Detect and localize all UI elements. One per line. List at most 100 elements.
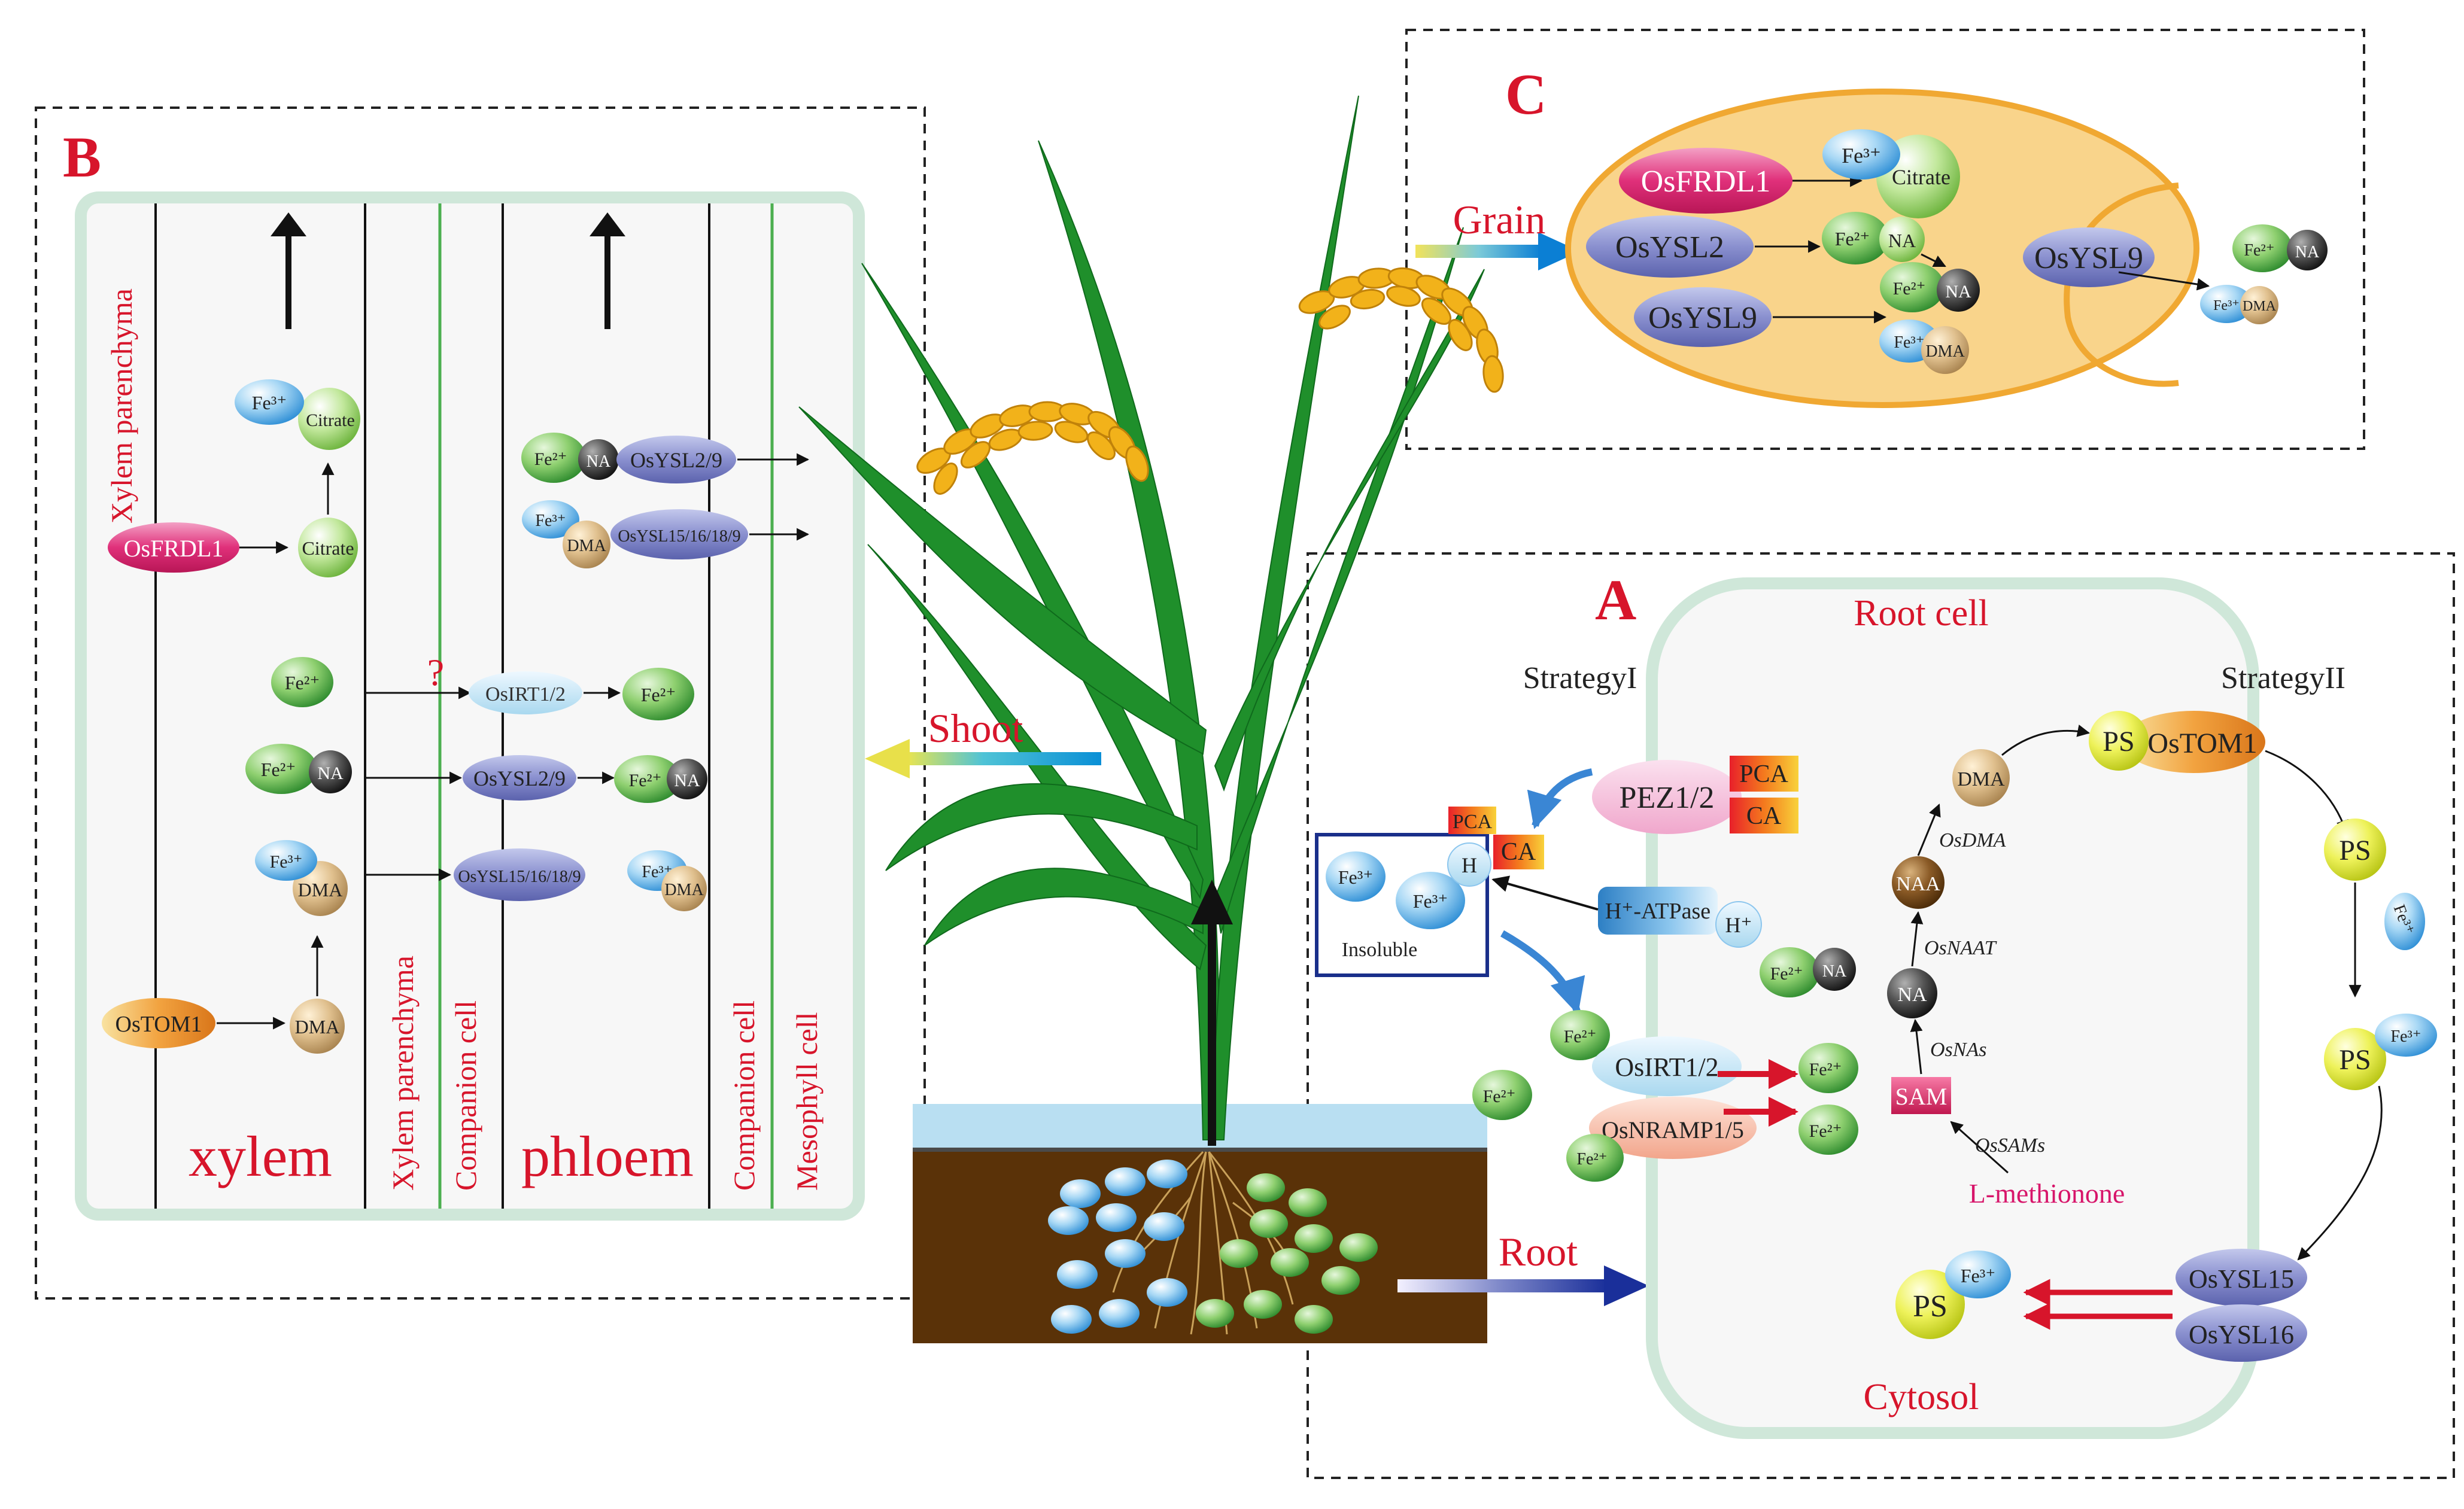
svg-text:PS: PS <box>2103 726 2134 757</box>
svg-text:PS: PS <box>1913 1289 1947 1324</box>
svg-text:NA: NA <box>1888 230 1916 251</box>
osysl9-c-left <box>1634 287 1772 347</box>
ps-free <box>2324 819 2386 881</box>
ps-fe-cytosol <box>1895 1270 1965 1339</box>
question-mark: ? <box>427 651 444 693</box>
osfrdl1-b <box>108 522 239 573</box>
svg-text:DMA: DMA <box>664 881 704 899</box>
svg-text:NA: NA <box>587 452 611 471</box>
dma-node <box>1952 749 2010 807</box>
sam <box>1891 1077 1951 1114</box>
svg-text:Fe³⁺: Fe³⁺ <box>2390 1027 2421 1046</box>
ps-fe-complex <box>2324 1028 2386 1090</box>
svg-text:Fe³⁺: Fe³⁺ <box>1894 333 1924 352</box>
svg-text:PEZ1/2: PEZ1/2 <box>1620 781 1715 815</box>
svg-text:DMA: DMA <box>567 537 606 555</box>
osysl15-a <box>2176 1249 2307 1306</box>
svg-text:DMA: DMA <box>2243 299 2277 314</box>
ostom1-b <box>102 998 215 1048</box>
svg-text:Citrate: Citrate <box>302 537 354 559</box>
svg-text:OsIRT1/2: OsIRT1/2 <box>1615 1052 1718 1082</box>
svg-text:OsYSL2/9: OsYSL2/9 <box>473 766 566 790</box>
osysl15-b-lower <box>454 848 585 901</box>
svg-text:Fe²⁺: Fe²⁺ <box>1809 1121 1842 1141</box>
label-companion-cell-2: Companion cell <box>727 1000 761 1191</box>
svg-text:OsDMA: OsDMA <box>1939 829 2006 851</box>
osfrdl1-c <box>1619 148 1792 214</box>
panel-c: C OsFRDL1 Citrate Fe³⁺ OsYSL2 Fe²⁺ NA Fe… <box>1505 62 2328 408</box>
l-methionone-label: L-methionone <box>1969 1178 2125 1209</box>
naa-node <box>1892 856 1945 909</box>
soil-fe3-particles <box>1048 1160 1187 1334</box>
soil-fe2-particles <box>1196 1173 1378 1334</box>
svg-text:Fe³⁺: Fe³⁺ <box>1842 144 1881 168</box>
svg-text:Fe³⁺: Fe³⁺ <box>1961 1265 1995 1286</box>
svg-text:OsYSL15/16/18/9: OsYSL15/16/18/9 <box>618 527 740 546</box>
svg-text:H⁺: H⁺ <box>1725 913 1752 937</box>
panel-c-frame <box>1405 29 2365 450</box>
panel-b-frame <box>35 107 926 1300</box>
panel-a: A Root cell StrategyI StrategyII Cytosol… <box>1315 568 2437 1439</box>
svg-text:OsYSL2: OsYSL2 <box>1615 230 1724 264</box>
svg-text:OsNRAMP1/5: OsNRAMP1/5 <box>1602 1116 1744 1143</box>
label-phloem: phloem <box>521 1124 694 1188</box>
svg-text:Fe²⁺: Fe²⁺ <box>1564 1027 1597 1046</box>
osysl15-b-upper <box>610 509 748 559</box>
label-mesophyll-cell: Mesophyll cell <box>790 1012 824 1191</box>
svg-text:PCA: PCA <box>1453 811 1493 833</box>
svg-text:OsFRDL1: OsFRDL1 <box>124 535 224 562</box>
svg-text:OsIRT1/2: OsIRT1/2 <box>485 683 566 705</box>
panel-c-letter: C <box>1505 62 1547 126</box>
svg-text:Fe²⁺: Fe²⁺ <box>641 684 676 705</box>
svg-text:H: H <box>1462 853 1477 877</box>
insoluble-label: Insoluble <box>1342 939 1418 961</box>
svg-text:OsFRDL1: OsFRDL1 <box>1641 165 1771 199</box>
svg-text:NAA: NAA <box>1896 873 1940 895</box>
svg-text:DMA: DMA <box>1925 342 1965 361</box>
svg-text:PS: PS <box>2339 1044 2371 1076</box>
root-label: Root <box>1499 1229 1578 1274</box>
svg-text:CA: CA <box>1501 838 1536 866</box>
svg-text:Fe³⁺: Fe³⁺ <box>2213 298 2240 314</box>
panel-a-frame <box>1307 552 2455 1479</box>
svg-text:Fe²⁺: Fe²⁺ <box>2244 241 2274 260</box>
svg-text:OsYSL2/9: OsYSL2/9 <box>630 448 722 472</box>
svg-text:OsSAMs: OsSAMs <box>1975 1134 2045 1157</box>
svg-text:Fe²⁺: Fe²⁺ <box>1835 228 1870 250</box>
osysl2-c <box>1586 215 1754 278</box>
cytosol-label: Cytosol <box>1864 1377 1979 1417</box>
svg-text:DMA: DMA <box>298 879 343 900</box>
svg-text:Fe²⁺: Fe²⁺ <box>534 449 567 469</box>
svg-text:Fe²⁺: Fe²⁺ <box>1893 279 1926 299</box>
svg-text:PCA: PCA <box>1739 760 1788 788</box>
svg-text:NA: NA <box>317 763 344 783</box>
rice-panicle-right <box>1298 267 1504 393</box>
label-xylem-parenchyma-mid: Xylem parenchyma <box>386 956 420 1191</box>
shoot-flow: Shoot <box>865 705 1101 778</box>
svg-text:Fe³⁺: Fe³⁺ <box>270 852 303 872</box>
label-xylem-parenchyma-left: Xylem parenchyma <box>105 288 138 524</box>
insoluble-box <box>1315 833 1489 977</box>
svg-text:NA: NA <box>1822 962 1847 981</box>
svg-text:Citrate: Citrate <box>306 410 355 430</box>
na-node <box>1887 968 1937 1018</box>
svg-text:Fe²⁺: Fe²⁺ <box>1576 1150 1607 1169</box>
svg-text:SAM: SAM <box>1895 1083 1947 1110</box>
svg-text:CA: CA <box>1746 802 1782 830</box>
strategy-2-label: StrategyII <box>2221 661 2345 695</box>
svg-text:Fe²⁺: Fe²⁺ <box>629 771 662 790</box>
panel-a-letter: A <box>1595 568 1636 632</box>
ostom1-a <box>2122 711 2265 773</box>
osnramp1-5 <box>1589 1097 1757 1159</box>
svg-text:OsYSL9: OsYSL9 <box>2034 241 2143 275</box>
pez1-2 <box>1592 760 1742 834</box>
svg-text:OsYSL9: OsYSL9 <box>1648 301 1757 335</box>
svg-text:Fe³⁺: Fe³⁺ <box>1413 890 1448 912</box>
svg-text:Citrate: Citrate <box>1892 165 1950 189</box>
svg-text:OsTOM1: OsTOM1 <box>116 1012 202 1037</box>
svg-text:OsTOM1: OsTOM1 <box>2147 728 2257 759</box>
svg-text:Fe³⁺: Fe³⁺ <box>535 512 566 530</box>
water-layer <box>913 1104 1487 1152</box>
